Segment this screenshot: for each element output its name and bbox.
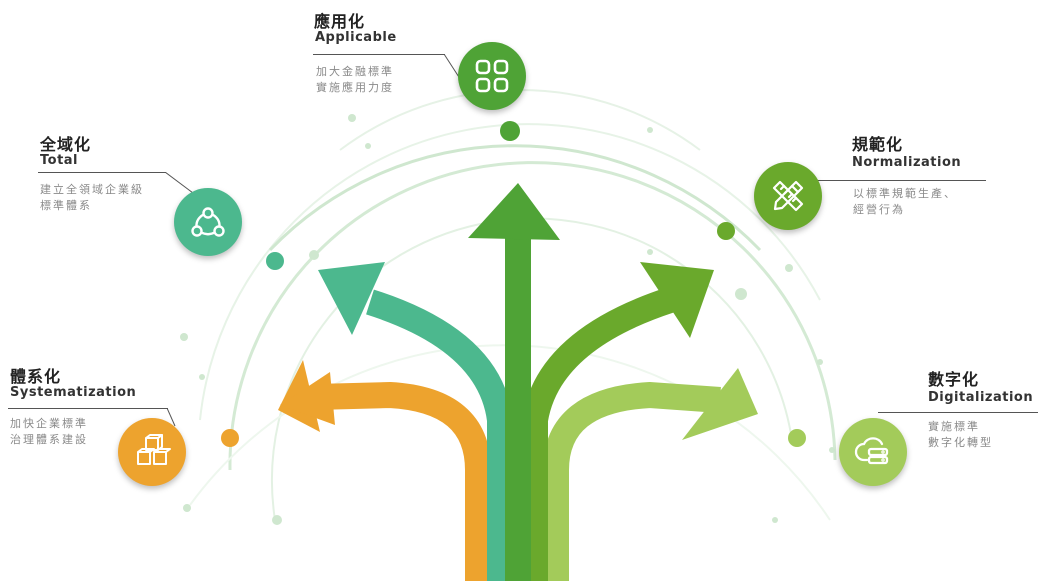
applicable-desc: 加大金融標準 實施應用力度 <box>316 64 394 96</box>
total-icon-circle <box>174 188 242 256</box>
arc-outer <box>199 123 821 421</box>
normalization-title-zh: 規範化 <box>852 135 904 154</box>
accent-dot-total <box>266 252 284 270</box>
arc-middle <box>228 161 837 471</box>
total-desc: 建立全領域企業級 標準體系 <box>40 182 144 214</box>
arrow-teal <box>318 262 513 581</box>
total-title-zh: 全域化 <box>40 135 92 154</box>
arc-top-inner <box>339 89 701 151</box>
systematization-title-zh: 體系化 <box>10 367 62 386</box>
total-desc-line-1: 建立全領域企業級 <box>40 183 144 196</box>
digitalization-title-zh: 數字化 <box>928 370 980 389</box>
systematization-desc-line-1: 加快企業標準 <box>10 417 88 430</box>
applicable-title-en: Applicable <box>315 30 397 45</box>
systematization-title-en: Systematization <box>10 385 137 400</box>
digitalization-desc-line-2: 數字化轉型 <box>928 436 993 449</box>
grid-icon <box>475 59 509 93</box>
arrow-lightgreen <box>543 368 758 581</box>
accent-dot-applicable <box>500 121 520 141</box>
systematization-desc-line-2: 治理體系建設 <box>10 433 88 446</box>
systematization-rule <box>8 408 168 409</box>
normalization-desc: 以標準規範生產、 經營行為 <box>853 186 957 218</box>
accent-dot-normalization <box>717 222 735 240</box>
digitalization-rule <box>878 412 1038 413</box>
arrow-olive <box>522 262 714 581</box>
boxes-icon <box>137 434 171 465</box>
total-rule <box>38 172 166 173</box>
cloud-server-icon <box>854 437 889 465</box>
systematization-icon-circle <box>118 418 186 486</box>
normalization-rule <box>818 180 986 181</box>
normalization-desc-line-2: 經營行為 <box>853 203 905 216</box>
accent-dot-digitalization <box>788 429 806 447</box>
arrow-orange <box>278 360 491 581</box>
systematization-leader <box>167 408 176 427</box>
applicable-desc-line-2: 實施應用力度 <box>316 81 394 94</box>
digitalization-desc: 實施標準 數字化轉型 <box>928 419 993 451</box>
arrow-green <box>468 183 560 581</box>
normalization-icon-circle <box>754 162 822 230</box>
arc-top <box>268 144 762 252</box>
network-icon <box>191 207 225 237</box>
applicable-desc-line-1: 加大金融標準 <box>316 65 394 78</box>
accent-dot-systematization <box>221 429 239 447</box>
digitalization-icon-circle <box>839 418 907 486</box>
digitalization-desc-line-1: 實施標準 <box>928 420 980 433</box>
digitalization-title-en: Digitalization <box>928 390 1034 405</box>
systematization-desc: 加快企業標準 治理體系建設 <box>10 416 88 448</box>
applicable-title-zh: 應用化 <box>314 12 366 31</box>
total-title-en: Total <box>40 153 79 168</box>
normalization-desc-line-1: 以標準規範生產、 <box>853 187 957 200</box>
applicable-rule <box>313 54 445 55</box>
ruler-pencil-icon <box>772 180 804 212</box>
total-desc-line-2: 標準體系 <box>40 199 92 212</box>
applicable-icon-circle <box>458 42 526 110</box>
normalization-title-en: Normalization <box>852 155 962 170</box>
